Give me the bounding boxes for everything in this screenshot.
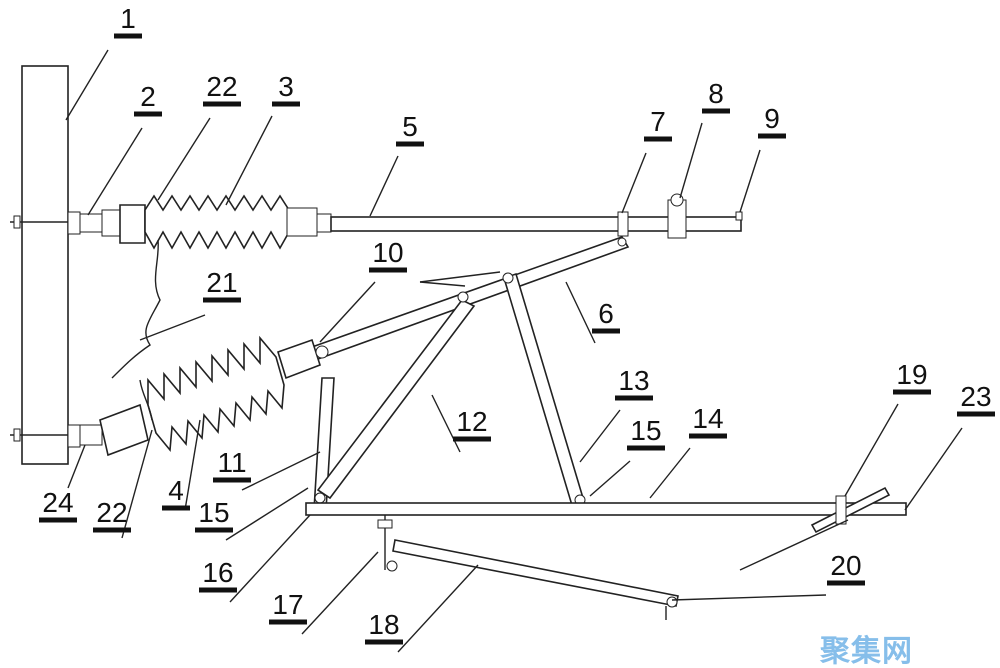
callout-number: 6 [598, 298, 614, 329]
lower-tube [305, 486, 907, 534]
leader-lines [65, 49, 963, 653]
callout-number: 12 [456, 406, 487, 437]
ground-wire [111, 239, 161, 379]
callout-number: 15 [630, 415, 661, 446]
callout-number: 14 [692, 403, 723, 434]
upper-insulator [79, 194, 332, 250]
callout-number: 24 [42, 487, 73, 518]
lower-bolt [10, 424, 81, 448]
callout-number: 23 [960, 381, 991, 412]
callout-number: 13 [618, 365, 649, 396]
callout-number: 3 [278, 71, 294, 102]
callout-number: 5 [402, 111, 418, 142]
callout-number: 17 [272, 589, 303, 620]
callout-number: 21 [206, 267, 237, 298]
lever-mechanism [377, 515, 679, 620]
callout-number: 1 [120, 3, 136, 34]
callout-number: 7 [650, 106, 666, 137]
upper-bolt [10, 211, 81, 235]
callout-number: 22 [96, 497, 127, 528]
callout-number: 8 [708, 78, 724, 109]
callout-number: 19 [896, 359, 927, 390]
callout-number: 2 [140, 81, 156, 112]
callout-number: 4 [168, 475, 184, 506]
callout-number: 11 [217, 447, 246, 478]
lower-insulator [79, 335, 321, 457]
callout-number: 18 [368, 609, 399, 640]
ground-wire-lower [139, 379, 153, 421]
callout-number: 9 [764, 103, 780, 134]
callout-number: 10 [372, 237, 403, 268]
callout-number: 20 [830, 550, 861, 581]
watermark: 聚集网 [820, 634, 913, 668]
callout-number: 16 [202, 557, 233, 588]
callout-number: 15 [198, 497, 229, 528]
callout-number: 22 [206, 71, 237, 102]
struts [313, 272, 587, 514]
pole [21, 65, 69, 465]
upper-tube [330, 193, 743, 239]
